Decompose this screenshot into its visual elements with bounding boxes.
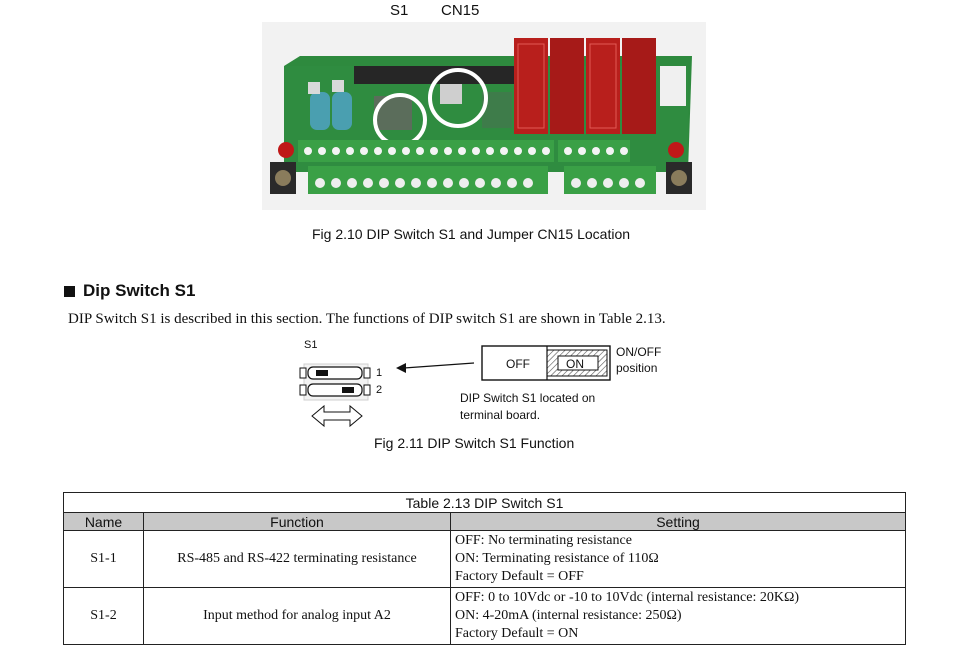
position-line-2: position xyxy=(616,361,657,375)
square-bullet-icon xyxy=(64,285,75,297)
located-line-2: terminal board. xyxy=(460,408,540,422)
off-label: OFF xyxy=(506,357,530,371)
located-line-1: DIP Switch S1 located on xyxy=(460,391,595,405)
setting-line: ON: 4-20mA (internal resistance: 250Ω) xyxy=(455,608,682,623)
pin-2-label: 2 xyxy=(376,384,382,396)
setting-line: Factory Default = OFF xyxy=(455,569,584,584)
header-name: Name xyxy=(63,512,144,531)
figure-2-10-caption: Fig 2.10 DIP Switch S1 and Jumper CN15 L… xyxy=(312,226,631,242)
table-row: S1-2 Input method for analog input A2 OF… xyxy=(63,587,906,645)
section-title: Dip Switch S1 xyxy=(64,281,195,301)
row-setting: OFF: No terminating resistance ON: Termi… xyxy=(450,530,906,588)
on-label: ON xyxy=(566,357,584,371)
cn15-label: CN15 xyxy=(441,2,480,19)
row-function: RS-485 and RS-422 terminating resistance xyxy=(143,530,451,588)
s1-label: S1 xyxy=(390,2,409,19)
position-line-1: ON/OFF xyxy=(616,345,661,359)
double-arrow-icon xyxy=(311,404,363,428)
setting-line: OFF: No terminating resistance xyxy=(455,533,632,548)
dip-switch-diagram: S1 1 2 OFF ON ON/OFF position DIP Switch… xyxy=(299,339,661,428)
figure-2-11-caption: Fig 2.11 DIP Switch S1 Function xyxy=(374,435,575,451)
s1-diagram-label: S1 xyxy=(304,339,317,351)
dip-switch-table: Table 2.13 DIP Switch S1 Name Function S… xyxy=(63,492,906,645)
row-name: S1-2 xyxy=(63,587,144,645)
row-name: S1-1 xyxy=(63,530,144,588)
row-function: Input method for analog input A2 xyxy=(143,587,451,645)
header-function: Function xyxy=(143,512,451,531)
row-setting: OFF: 0 to 10Vdc or -10 to 10Vdc (interna… xyxy=(450,587,906,645)
setting-line: Factory Default = ON xyxy=(455,626,579,641)
setting-line: ON: Terminating resistance of 110Ω xyxy=(455,551,659,566)
terminal-board-photo xyxy=(262,22,706,210)
header-setting: Setting xyxy=(450,512,906,531)
on-off-position-box xyxy=(481,345,611,381)
pin-1-label: 1 xyxy=(376,367,382,379)
pointer-arrow-icon xyxy=(396,362,475,373)
setting-line: OFF: 0 to 10Vdc or -10 to 10Vdc (interna… xyxy=(455,590,800,605)
table-row: S1-1 RS-485 and RS-422 terminating resis… xyxy=(63,530,906,588)
section-title-text: Dip Switch S1 xyxy=(83,281,196,300)
section-intro: DIP Switch S1 is described in this secti… xyxy=(68,311,666,327)
table-caption: Table 2.13 DIP Switch S1 xyxy=(63,492,906,513)
dip-switch-icon xyxy=(299,363,371,401)
